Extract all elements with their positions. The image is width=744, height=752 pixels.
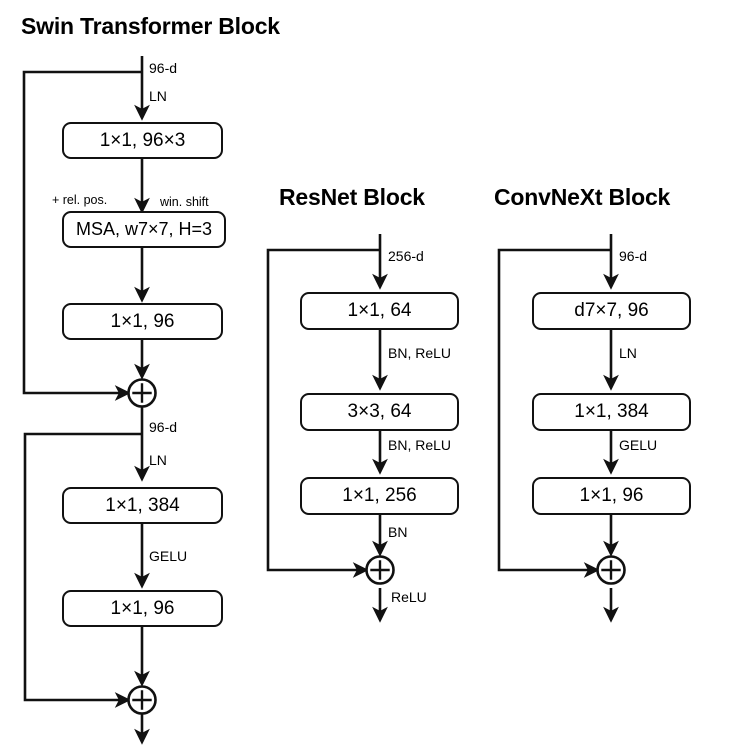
convnext-label-ln: LN: [619, 345, 637, 361]
swin-box-3[interactable]: 1×1, 96: [62, 303, 223, 340]
swin-label-dim-top: 96-d: [149, 60, 178, 76]
swin-add-2: [127, 685, 157, 715]
resnet-label-relu-out: ReLU: [391, 589, 427, 605]
convnext-label-dim-top: 96-d: [619, 248, 648, 264]
resnet-box-2[interactable]: 3×3, 64: [300, 393, 459, 431]
resnet-label-bnrelu-2: BN, ReLU: [388, 437, 452, 453]
column-title-resnet: ResNet Block: [279, 184, 425, 210]
swin-label-ln-2: LN: [149, 452, 167, 468]
swin-skip-1: [22, 70, 142, 401]
swin-add-1: [127, 378, 157, 408]
swin-label-win-shift: win. shift: [160, 195, 209, 209]
convnext-add-1: [596, 555, 626, 585]
resnet-skip-1: [266, 248, 380, 578]
swin-label-ln-1: LN: [149, 88, 167, 104]
swin-skip-2: [23, 432, 142, 708]
resnet-box-3[interactable]: 1×1, 256: [300, 477, 459, 515]
swin-box-2-msa[interactable]: MSA, w7×7, H=3: [62, 211, 226, 248]
resnet-label-bnrelu-1: BN, ReLU: [388, 345, 452, 361]
resnet-label-bn: BN: [388, 524, 408, 540]
column-title-convnext: ConvNeXt Block: [494, 184, 671, 210]
swin-label-rel-pos: + rel. pos.: [52, 193, 108, 207]
swin-box-4[interactable]: 1×1, 384: [62, 487, 223, 524]
convnext-label-gelu: GELU: [619, 437, 658, 453]
swin-label-dim-mid: 96-d: [149, 419, 178, 435]
convnext-box-2[interactable]: 1×1, 384: [532, 393, 691, 431]
convnext-box-3[interactable]: 1×1, 96: [532, 477, 691, 515]
resnet-box-1[interactable]: 1×1, 64: [300, 292, 459, 330]
convnext-skip-1: [497, 248, 611, 578]
resnet-label-dim-top: 256-d: [388, 248, 424, 264]
swin-label-gelu: GELU: [149, 548, 188, 564]
convnext-box-1[interactable]: d7×7, 96: [532, 292, 691, 330]
column-title-swin: Swin Transformer Block: [21, 13, 280, 39]
resnet-add-1: [365, 555, 395, 585]
swin-box-5[interactable]: 1×1, 96: [62, 590, 223, 627]
swin-box-1[interactable]: 1×1, 96×3: [62, 122, 223, 159]
